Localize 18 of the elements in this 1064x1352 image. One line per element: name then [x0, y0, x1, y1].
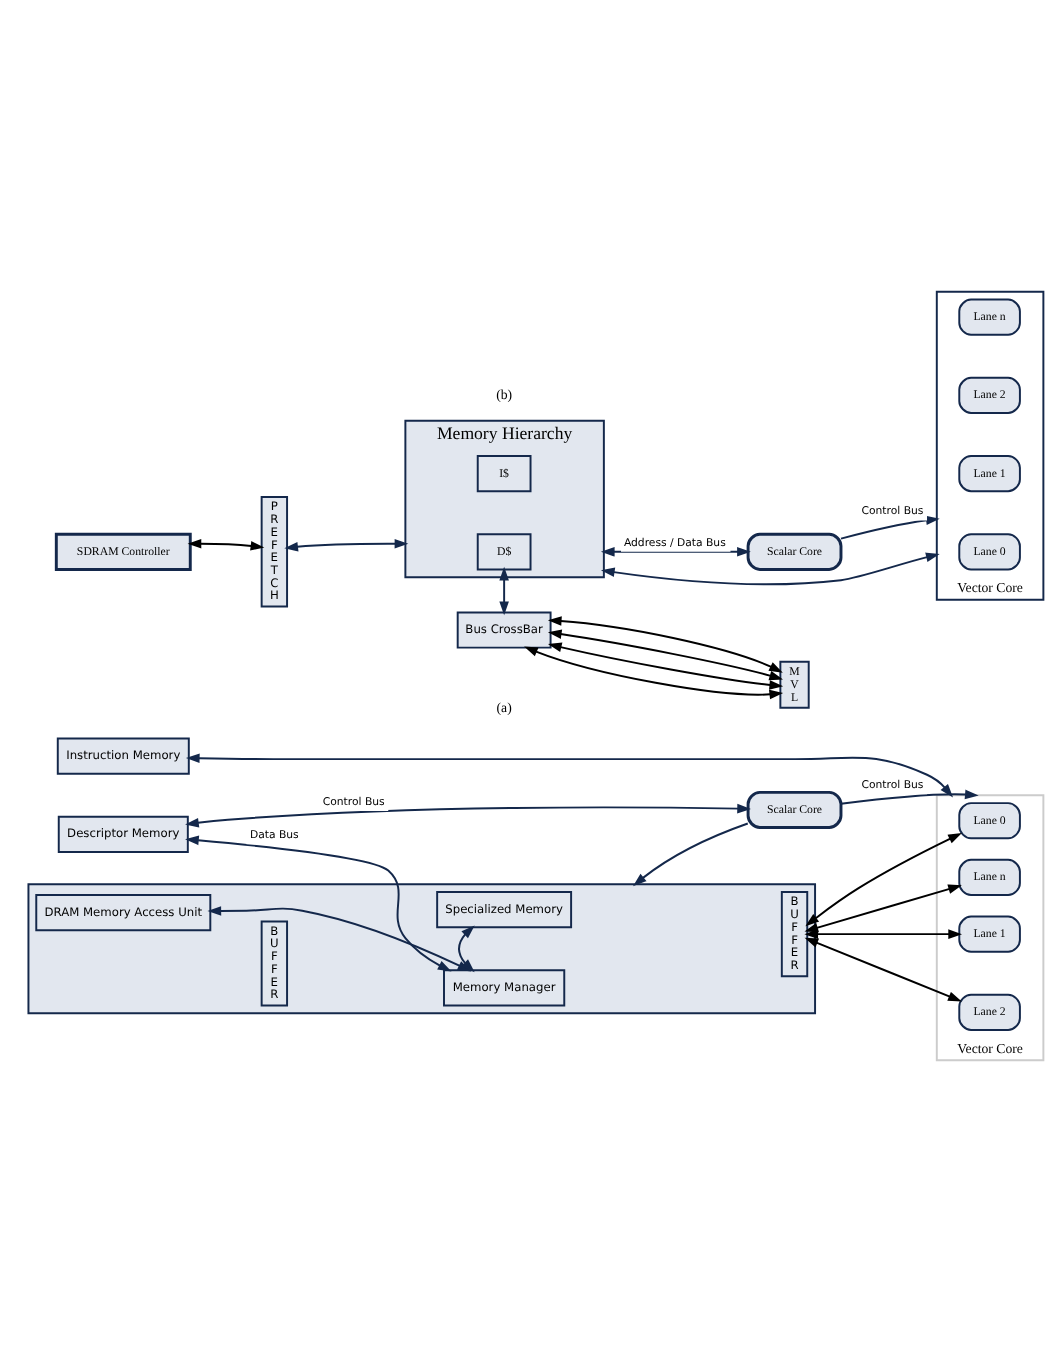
arrow — [499, 566, 509, 616]
arrow — [840, 515, 940, 540]
arrow — [547, 629, 784, 681]
arrow — [600, 547, 751, 557]
arrow — [185, 803, 751, 828]
arrow — [632, 822, 749, 887]
arrow — [804, 929, 962, 939]
arrow — [547, 616, 783, 673]
arrow — [524, 646, 784, 700]
arrow — [547, 642, 784, 690]
arrow — [804, 884, 962, 933]
arrow — [185, 835, 452, 972]
arrow — [804, 937, 962, 1002]
arrow — [600, 552, 940, 586]
arrow — [187, 538, 265, 551]
arrow — [284, 538, 409, 552]
arrow — [840, 789, 979, 805]
arrow — [805, 833, 962, 927]
